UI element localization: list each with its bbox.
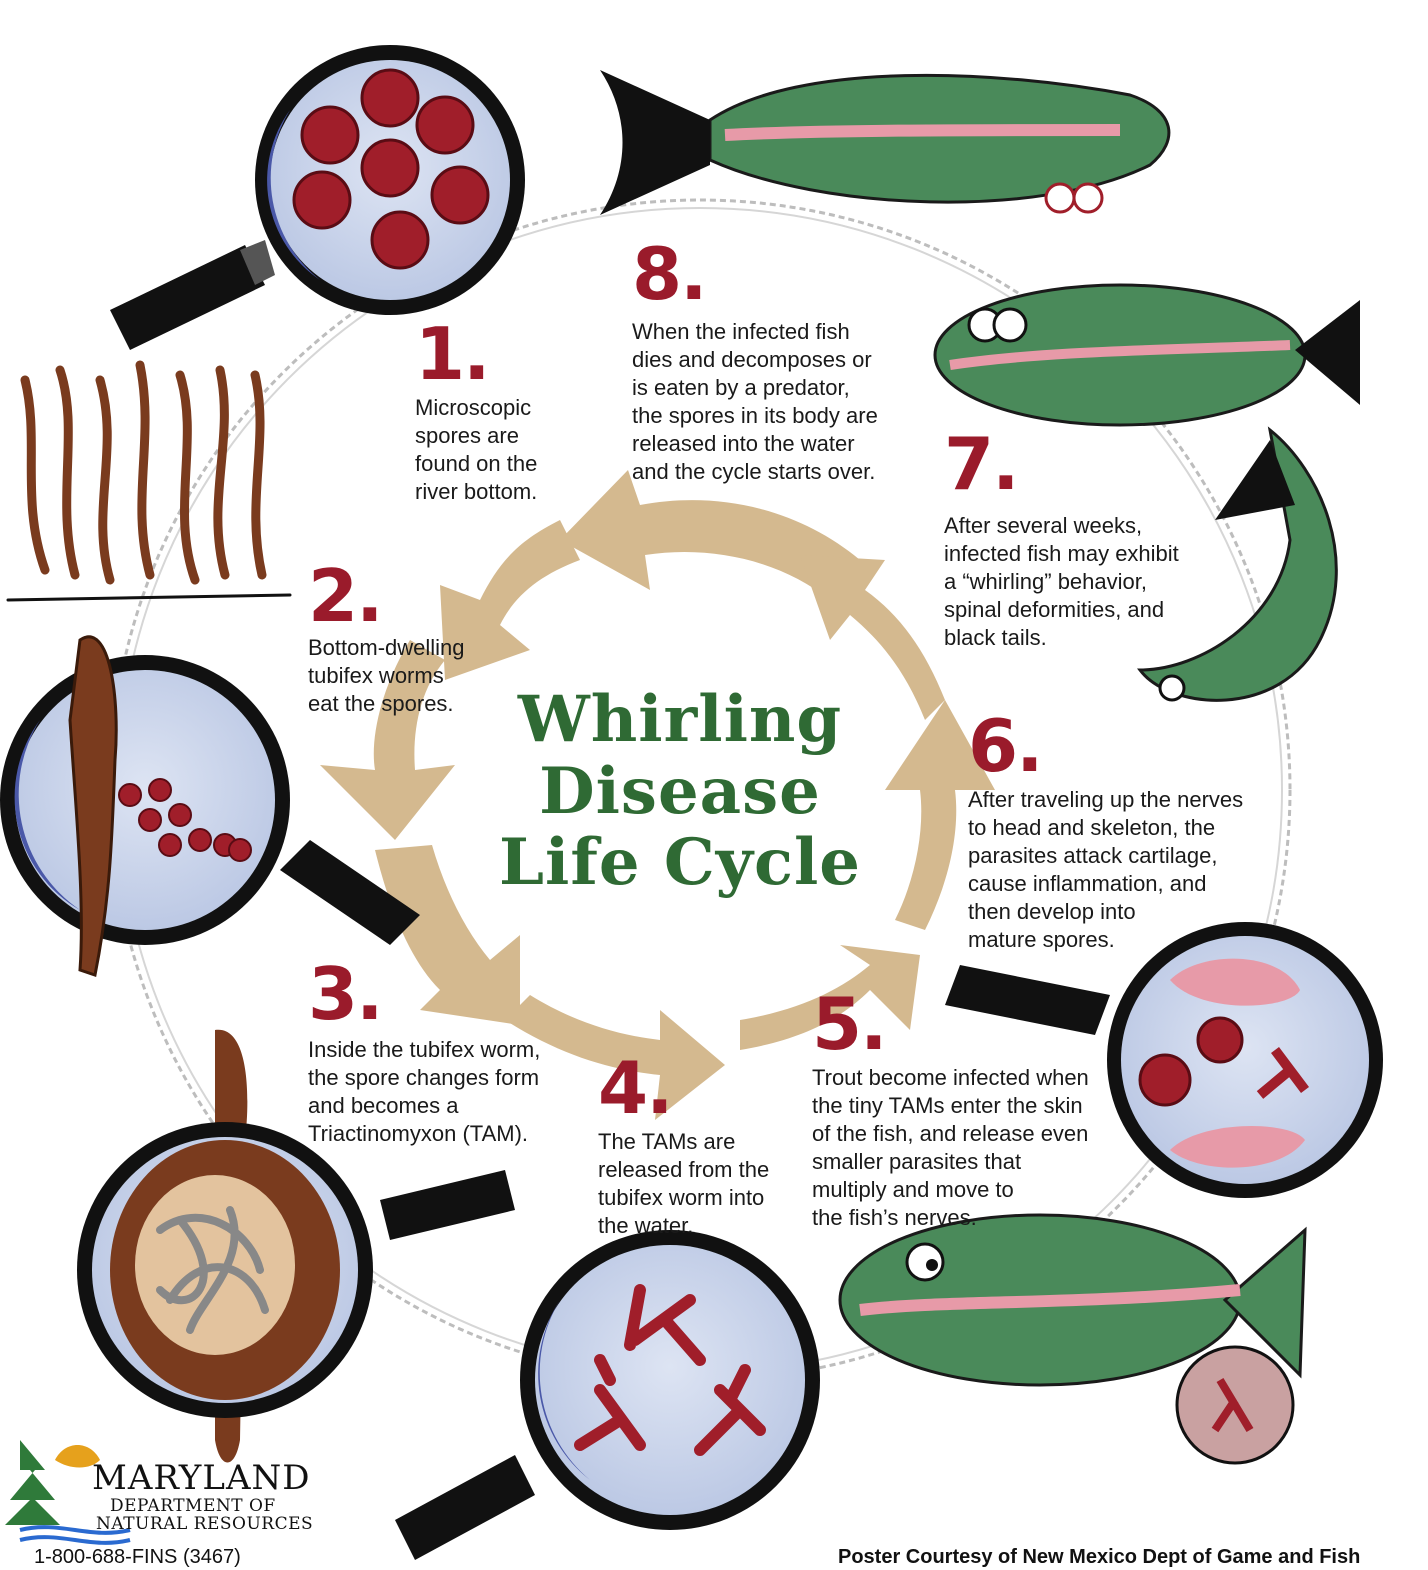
tams-magnifier	[395, 1230, 820, 1560]
magnifier-handle	[395, 1455, 535, 1560]
step-4-text: The TAMs are released from the tubifex w…	[598, 1128, 769, 1240]
infected-trout-lower	[840, 1215, 1305, 1463]
step-6-text: After traveling up the nerves to head an…	[968, 786, 1243, 954]
step-1-text: Microscopic spores are found on the rive…	[415, 394, 537, 506]
magnifier-handle	[110, 245, 265, 350]
magnifier-handle	[380, 1170, 515, 1240]
poster-credit: Poster Courtesy of New Mexico Dept of Ga…	[838, 1546, 1360, 1569]
step-5-number: 5.	[812, 988, 885, 1060]
tubifex-worms-bed	[8, 365, 290, 600]
magnifier-handle	[945, 965, 1110, 1035]
step-7-number: 7.	[944, 428, 1017, 500]
step-3-number: 3.	[308, 958, 381, 1030]
step-3-text: Inside the tubifex worm, the spore chang…	[308, 1036, 540, 1148]
step-2-text: Bottom-dwelling tubifex worms eat the sp…	[308, 634, 465, 718]
dead-trout	[600, 70, 1169, 215]
logo-name: MARYLAND	[92, 1458, 311, 1498]
step-6-number: 6.	[968, 710, 1041, 782]
step-4-number: 4.	[598, 1052, 671, 1124]
step-8-text: When the infected fish dies and decompos…	[632, 318, 878, 486]
title-line-1: Whirling	[470, 684, 890, 756]
logo-subtitle-2: NATURAL RESOURCES	[96, 1514, 313, 1534]
title-line-2: Disease	[470, 756, 890, 828]
step-1-number: 1.	[415, 318, 488, 390]
phone-number: 1-800-688-FINS (3467)	[34, 1546, 241, 1569]
spores-magnifier	[110, 45, 525, 350]
diagram-title: Whirling Disease Life Cycle	[470, 684, 890, 899]
logo-subtitle-1: DEPARTMENT OF	[110, 1496, 276, 1516]
step-5-text: Trout become infected when the tiny TAMs…	[812, 1064, 1089, 1232]
step-2-number: 2.	[308, 560, 381, 632]
title-line-3: Life Cycle	[470, 827, 890, 899]
step-7-text: After several weeks, infected fish may e…	[944, 512, 1179, 652]
step-8-number: 8.	[632, 238, 705, 310]
